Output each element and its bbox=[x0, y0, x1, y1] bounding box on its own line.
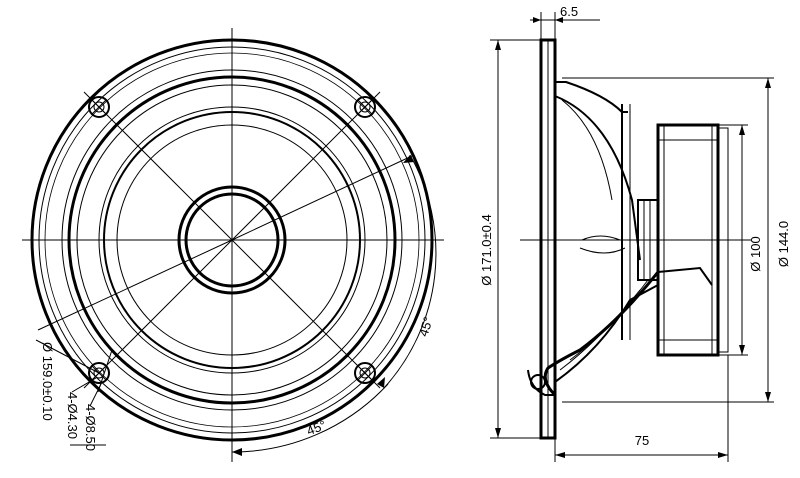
dim-thickness-label: 6.5 bbox=[560, 4, 578, 19]
angle-arrow-bottom bbox=[232, 448, 242, 456]
dim-magnet-label: Ø 100 bbox=[748, 236, 763, 271]
spider-2 bbox=[579, 247, 626, 254]
leader-hole-vertical bbox=[97, 349, 113, 393]
leader-bolt-circle bbox=[35, 339, 100, 374]
dim-outer-label: Ø 171.0±0.4 bbox=[479, 214, 494, 285]
dim-basket-label: Ø 144.0 bbox=[776, 221, 791, 267]
holes-large-label: 4-Ø8.50 bbox=[83, 404, 98, 451]
diagonal-4 bbox=[37, 239, 233, 331]
dim-thickness-arrow-r bbox=[555, 17, 563, 23]
bolt-circle-label: Ø 159.0±0.10 bbox=[40, 342, 55, 421]
spider bbox=[581, 235, 621, 241]
dim-depth-arrow-r bbox=[718, 452, 728, 458]
side-view: 6.5 Ø 171.0±0.4 Ø 100 Ø 144.0 75 bbox=[479, 4, 791, 462]
mounting-hole-br bbox=[354, 362, 376, 384]
dust-cap-inner bbox=[184, 192, 280, 288]
front-view: 45° 45° Ø 159.0±0.10 4-Ø4.30 4-Ø8.50 bbox=[22, 28, 444, 462]
angle-label-right: 45° bbox=[416, 315, 436, 338]
dim-outer-arrow-top bbox=[495, 40, 501, 50]
angle-arrow-right-top bbox=[403, 155, 414, 163]
leader-hole-small bbox=[71, 377, 97, 393]
basket-upper-arm bbox=[554, 95, 641, 261]
diagonal-3 bbox=[231, 154, 415, 241]
basket-lower-outer bbox=[543, 271, 660, 397]
basket-lower-arm-3 bbox=[569, 279, 649, 361]
basket-lower-arm bbox=[554, 284, 659, 383]
terminal bbox=[527, 369, 556, 396]
dim-basket-arrow-top bbox=[765, 78, 771, 88]
basket-upper-arm-2 bbox=[561, 99, 613, 201]
basket-upper-outer bbox=[555, 81, 628, 113]
dim-magnet-arrow-top bbox=[739, 125, 745, 135]
angle-arc-right bbox=[383, 154, 437, 389]
angle-arc-bottom bbox=[231, 383, 389, 453]
basket-lower-foot bbox=[657, 266, 713, 286]
mounting-hole-tl bbox=[88, 96, 110, 118]
dust-cap-outer bbox=[177, 185, 287, 295]
terminal-tab bbox=[530, 374, 546, 390]
angle-label-bottom: 45° bbox=[304, 417, 328, 438]
angle-arrow-right-bottom bbox=[377, 377, 385, 388]
mounting-hole-tr bbox=[354, 96, 376, 118]
dim-depth-label: 75 bbox=[635, 433, 649, 448]
dim-basket-arrow-bottom bbox=[765, 392, 771, 402]
dim-depth-arrow-l bbox=[555, 452, 565, 458]
dim-thickness-arrow-l bbox=[533, 17, 541, 23]
dim-magnet-arrow-bottom bbox=[739, 345, 745, 355]
dim-outer-arrow-bottom bbox=[495, 428, 501, 438]
holes-small-label: 4-Ø4.30 bbox=[65, 392, 80, 439]
